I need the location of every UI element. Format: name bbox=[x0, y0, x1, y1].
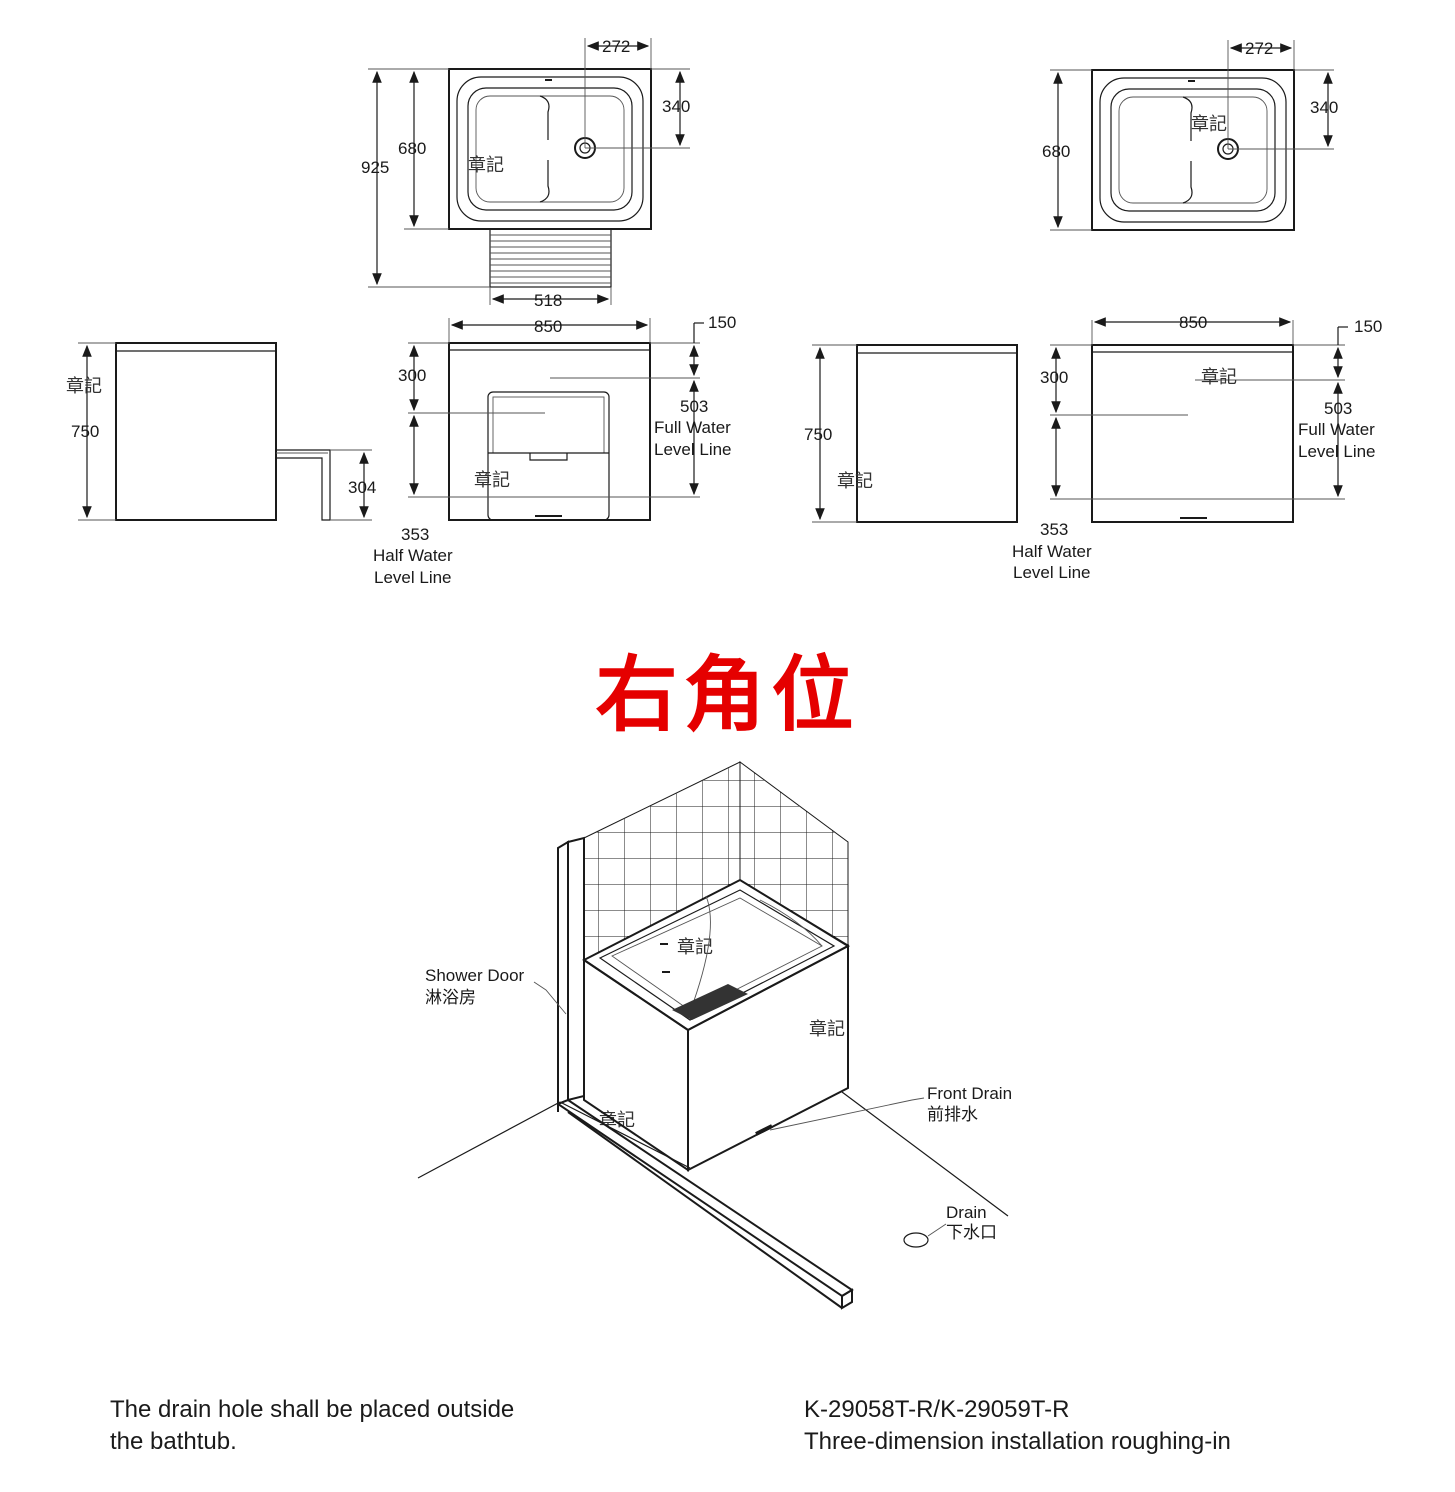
front-drain-label: Front Drain bbox=[927, 1084, 1012, 1103]
drain-label: Drain bbox=[946, 1203, 987, 1222]
front-drain-label-zh: 前排水 bbox=[927, 1105, 978, 1124]
full-water-label-2-left: Level Line bbox=[654, 440, 732, 459]
half-water-label-1-right: Half Water bbox=[1012, 542, 1092, 561]
isometric-view bbox=[417, 761, 1009, 1310]
drawing-description: Three-dimension installation roughing-in bbox=[804, 1428, 1231, 1455]
stamp-mark: 章記 bbox=[1191, 114, 1227, 135]
stamp-mark: 章記 bbox=[468, 155, 504, 176]
front-elevation-right bbox=[1050, 317, 1348, 523]
stamp-mark: 章記 bbox=[1201, 367, 1237, 388]
dim-750-right: 750 bbox=[804, 425, 832, 444]
dim-353-right: 353 bbox=[1040, 520, 1068, 539]
plan-view-left bbox=[368, 38, 690, 305]
stamp-mark: 章記 bbox=[837, 471, 873, 492]
dim-300-right: 300 bbox=[1040, 368, 1068, 387]
dim-518: 518 bbox=[534, 291, 562, 310]
full-water-label-1-right: Full Water bbox=[1298, 420, 1375, 439]
drain-label-zh: 下水口 bbox=[946, 1223, 997, 1242]
stamp-mark: 章記 bbox=[66, 376, 102, 397]
callout-labels: Shower Door 淋浴房 Front Drain 前排水 Drain 下水… bbox=[425, 966, 1012, 1242]
dimension-labels: 272 340 680 925 518 272 340 680 850 150 … bbox=[71, 37, 1382, 587]
dim-150-right: 150 bbox=[1354, 317, 1382, 336]
half-water-label-2-right: Level Line bbox=[1013, 563, 1091, 582]
shower-door-label: Shower Door bbox=[425, 966, 525, 985]
dim-150-left: 150 bbox=[708, 313, 736, 332]
side-elevation-right bbox=[812, 344, 1018, 523]
dim-503-right: 503 bbox=[1324, 399, 1352, 418]
dim-680-right: 680 bbox=[1042, 142, 1070, 161]
half-water-label-2-left: Level Line bbox=[374, 568, 452, 587]
dim-850-right: 850 bbox=[1179, 313, 1207, 332]
corner-position-title: 右角位 bbox=[595, 648, 860, 743]
stamp-mark: 章記 bbox=[677, 937, 713, 958]
dim-340-left: 340 bbox=[662, 97, 690, 116]
stamp-mark: 章記 bbox=[809, 1019, 845, 1040]
dim-300-left: 300 bbox=[398, 366, 426, 385]
dim-503-left: 503 bbox=[680, 397, 708, 416]
stamp-marks: 章記 章記 章記 章記 章記 章記 章記 章記 章記 bbox=[66, 114, 1237, 1131]
dim-272-right: 272 bbox=[1245, 39, 1273, 58]
bathtub-body bbox=[582, 878, 851, 1172]
footer-note-line-2: the bathtub. bbox=[110, 1428, 237, 1455]
dim-340-right: 340 bbox=[1310, 98, 1338, 117]
full-water-label-2-right: Level Line bbox=[1298, 442, 1376, 461]
side-elevation-left bbox=[78, 342, 372, 521]
front-elevation-left bbox=[408, 318, 704, 521]
dim-353-left: 353 bbox=[401, 525, 429, 544]
shower-door-label-zh: 淋浴房 bbox=[425, 988, 476, 1007]
footer-model: K-29058T-R/K-29059T-R Three-dimension in… bbox=[804, 1394, 1231, 1458]
dim-850-left: 850 bbox=[534, 317, 562, 336]
dim-272-left: 272 bbox=[602, 37, 630, 56]
full-water-label-1-left: Full Water bbox=[654, 418, 731, 437]
dim-925: 925 bbox=[361, 158, 389, 177]
plan-view-right bbox=[1050, 40, 1334, 231]
dim-680-left: 680 bbox=[398, 139, 426, 158]
dim-750-left: 750 bbox=[71, 422, 99, 441]
half-water-label-1-left: Half Water bbox=[373, 546, 453, 565]
footer-note-line-1: The drain hole shall be placed outside bbox=[110, 1396, 515, 1423]
stamp-mark: 章記 bbox=[474, 470, 510, 491]
model-number: K-29058T-R/K-29059T-R bbox=[804, 1396, 1070, 1423]
dim-304: 304 bbox=[348, 478, 376, 497]
footer-note: The drain hole shall be placed outside t… bbox=[110, 1394, 514, 1458]
